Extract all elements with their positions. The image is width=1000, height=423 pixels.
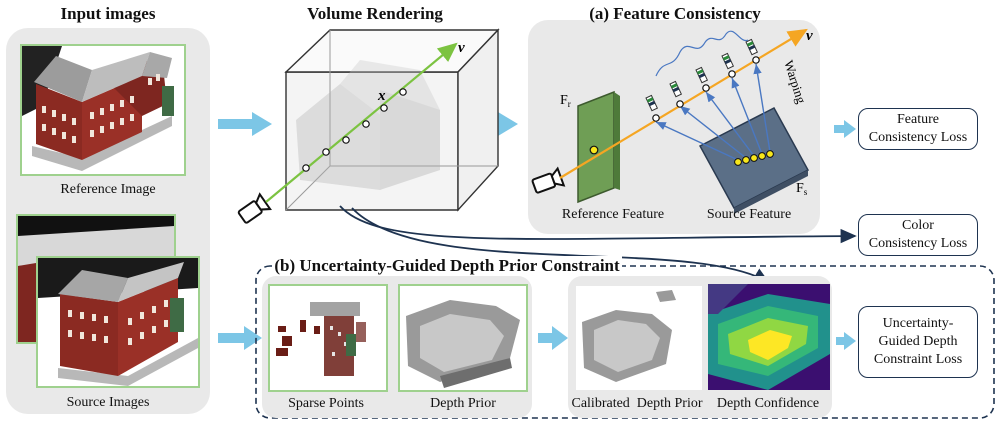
color-loss-line2: Consistency Loss [868,236,968,251]
feature-consistency-title: (a) Feature Consistency [589,4,761,23]
volume-rendering-title: Volume Rendering [307,4,443,23]
depth-prior-title: (b) Uncertainty-Guided Depth Prior Const… [272,256,622,276]
feature-vector-icons [645,38,759,112]
warping-arrows [655,63,771,161]
reference-feature-caption: Reference Feature [561,207,665,222]
depth-prior-caption: Depth Prior [430,396,496,411]
ray-sample-points [302,88,407,172]
feature-loss-line2: Consistency Loss [868,130,968,145]
sample-point-label: x [377,88,386,104]
connector-to-color-loss [339,205,857,244]
depth-loss-line3: Constraint Loss [873,352,963,367]
flow-arrow-confidence-to-loss [836,332,856,350]
camera-icon [237,192,272,224]
fr-label-main: F [560,93,568,108]
fs-label-main: F [796,181,804,196]
source-feature-points [734,150,774,166]
source-image-front [36,256,200,388]
depth-prior-image [398,284,528,392]
reference-image-caption: Reference Image [60,182,156,197]
calibrated-depth-prior-image [574,284,704,392]
source-feature-caption: Source Feature [706,207,792,222]
feature-ray-points [652,56,760,122]
depth-confidence-image [708,284,830,390]
fr-label-sub: r [568,99,571,109]
color-loss-line1: Color [902,218,934,233]
sparse-points-caption: Sparse Points [288,396,364,411]
fs-label: Fs [796,181,808,197]
fr-label: Fr [560,93,571,109]
calibrated-depth-prior-caption: Calibrated Depth Prior [571,396,703,411]
flow-arrow-feature-to-loss [834,120,856,138]
depth-loss-line1: Uncertainty- [882,316,954,331]
density-curve [655,30,749,77]
reference-image [20,44,186,176]
feature-camera-icon [531,166,566,194]
flow-arrow-prior-to-calibrated [538,326,568,350]
flow-arrow-input-to-depth [218,326,262,350]
depth-confidence-caption: Depth Confidence [716,396,820,411]
input-images-title: Input images [60,4,156,23]
feature-ray-label: v [806,28,813,44]
depth-loss-line2: Guided Depth [878,334,958,349]
volume-cube [284,28,500,212]
feature-loss-line1: Feature [897,112,939,127]
sparse-points-image [268,284,388,392]
flow-arrow-input-to-volume [218,112,272,136]
volume-ray [265,42,458,203]
fs-label-sub: s [804,187,808,197]
source-images-caption: Source Images [66,395,150,410]
connector-to-depth-confidence [351,207,770,283]
volume-ray-label: v [458,40,465,56]
